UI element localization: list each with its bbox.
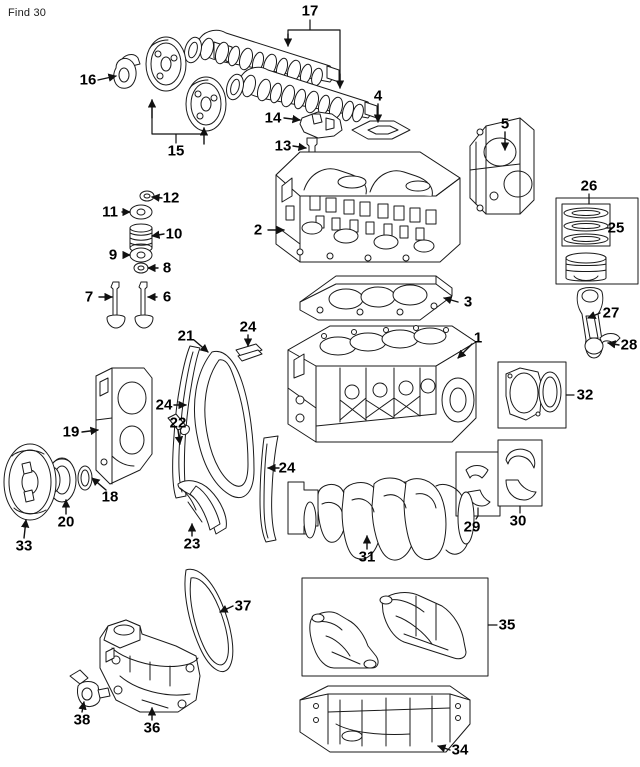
callout-8[interactable]: 8 [162,259,172,277]
callout-17[interactable]: 17 [301,2,319,20]
callout-15[interactable]: 15 [167,142,185,160]
valve-spring-seat [129,247,153,263]
piston-ring-set [561,203,611,247]
callout-7[interactable]: 7 [84,288,94,306]
callout-24-upper[interactable]: 24 [239,318,257,336]
callout-20[interactable]: 20 [57,513,75,531]
leader-lines-plain [151,19,613,626]
callout-1[interactable]: 1 [473,329,483,347]
camshaft-sprocket-upper [145,36,187,92]
camshaft-position-sensor [113,54,141,89]
guide-bolt [167,413,190,436]
crankshaft-pulley [3,443,57,521]
callout-25[interactable]: 25 [607,219,625,237]
callout-24-right[interactable]: 24 [278,459,296,477]
splash-shield-box [301,577,489,677]
timing-chain-cover [95,367,153,485]
callout-3[interactable]: 3 [463,293,473,311]
callout-5[interactable]: 5 [500,115,510,133]
callout-29[interactable]: 29 [463,518,481,536]
callout-34[interactable]: 34 [451,741,469,759]
engine-block [287,325,477,443]
connecting-rod [576,287,604,359]
callout-14[interactable]: 14 [264,109,282,127]
callout-10[interactable]: 10 [165,225,183,243]
head-gasket [299,275,453,321]
connecting-rod-bearing [599,333,621,345]
chain-tensioner [177,480,227,535]
callout-2[interactable]: 2 [253,221,263,239]
valve-keeper-lower [133,262,149,274]
callout-26[interactable]: 26 [580,177,598,195]
callout-27[interactable]: 27 [602,304,620,322]
callout-18[interactable]: 18 [101,488,119,506]
gasket-seal-4 [351,120,411,140]
timing-cover [469,117,535,215]
oil-pan [299,685,471,753]
callout-38[interactable]: 38 [73,711,91,729]
rear-main-seal-box [497,361,567,429]
callout-24-left[interactable]: 24 [155,396,173,414]
callout-22[interactable]: 22 [169,414,187,432]
find-label: Find 30 [8,7,47,19]
oil-pump [99,619,201,713]
callout-30[interactable]: 30 [509,512,527,530]
camshaft-sprocket-lower [185,76,227,132]
intake-valve [106,281,126,329]
callout-33[interactable]: 33 [15,537,33,555]
oil-pump-drive-chain [184,568,234,672]
callout-21[interactable]: 21 [177,327,195,345]
camshaft-bearing-cap [299,111,343,139]
chain-guide-left [172,345,201,499]
cylinder-head [275,151,461,263]
callout-9[interactable]: 9 [108,246,118,264]
timing-chain [193,350,255,498]
callout-37[interactable]: 37 [234,597,252,615]
callout-28[interactable]: 28 [620,336,638,354]
callout-31[interactable]: 31 [358,548,376,566]
callout-6[interactable]: 6 [162,288,172,306]
crankshaft-front-seal [77,465,93,491]
callout-32[interactable]: 32 [576,386,594,404]
callout-11[interactable]: 11 [102,203,118,221]
callout-16[interactable]: 16 [79,71,97,89]
exhaust-valve [134,281,154,329]
callout-19[interactable]: 19 [62,423,80,441]
chain-guide-upper [235,343,263,362]
callout-23[interactable]: 23 [183,535,201,553]
leader-lines [20,73,620,753]
piston [565,252,607,282]
callout-4[interactable]: 4 [373,87,383,105]
callout-12[interactable]: 12 [162,189,180,207]
valve-keeper-upper [139,190,155,202]
callout-13[interactable]: 13 [274,137,292,155]
oil-pressure-sensor [69,669,111,707]
camshaft-lower [226,66,378,123]
valve-spring-retainer [129,204,153,220]
chain-guide-right [259,435,279,543]
crankshaft [287,477,475,561]
callout-35[interactable]: 35 [498,616,516,634]
callout-36[interactable]: 36 [143,719,161,737]
main-bearing-set [497,439,543,507]
camshaft-upper [184,29,340,87]
